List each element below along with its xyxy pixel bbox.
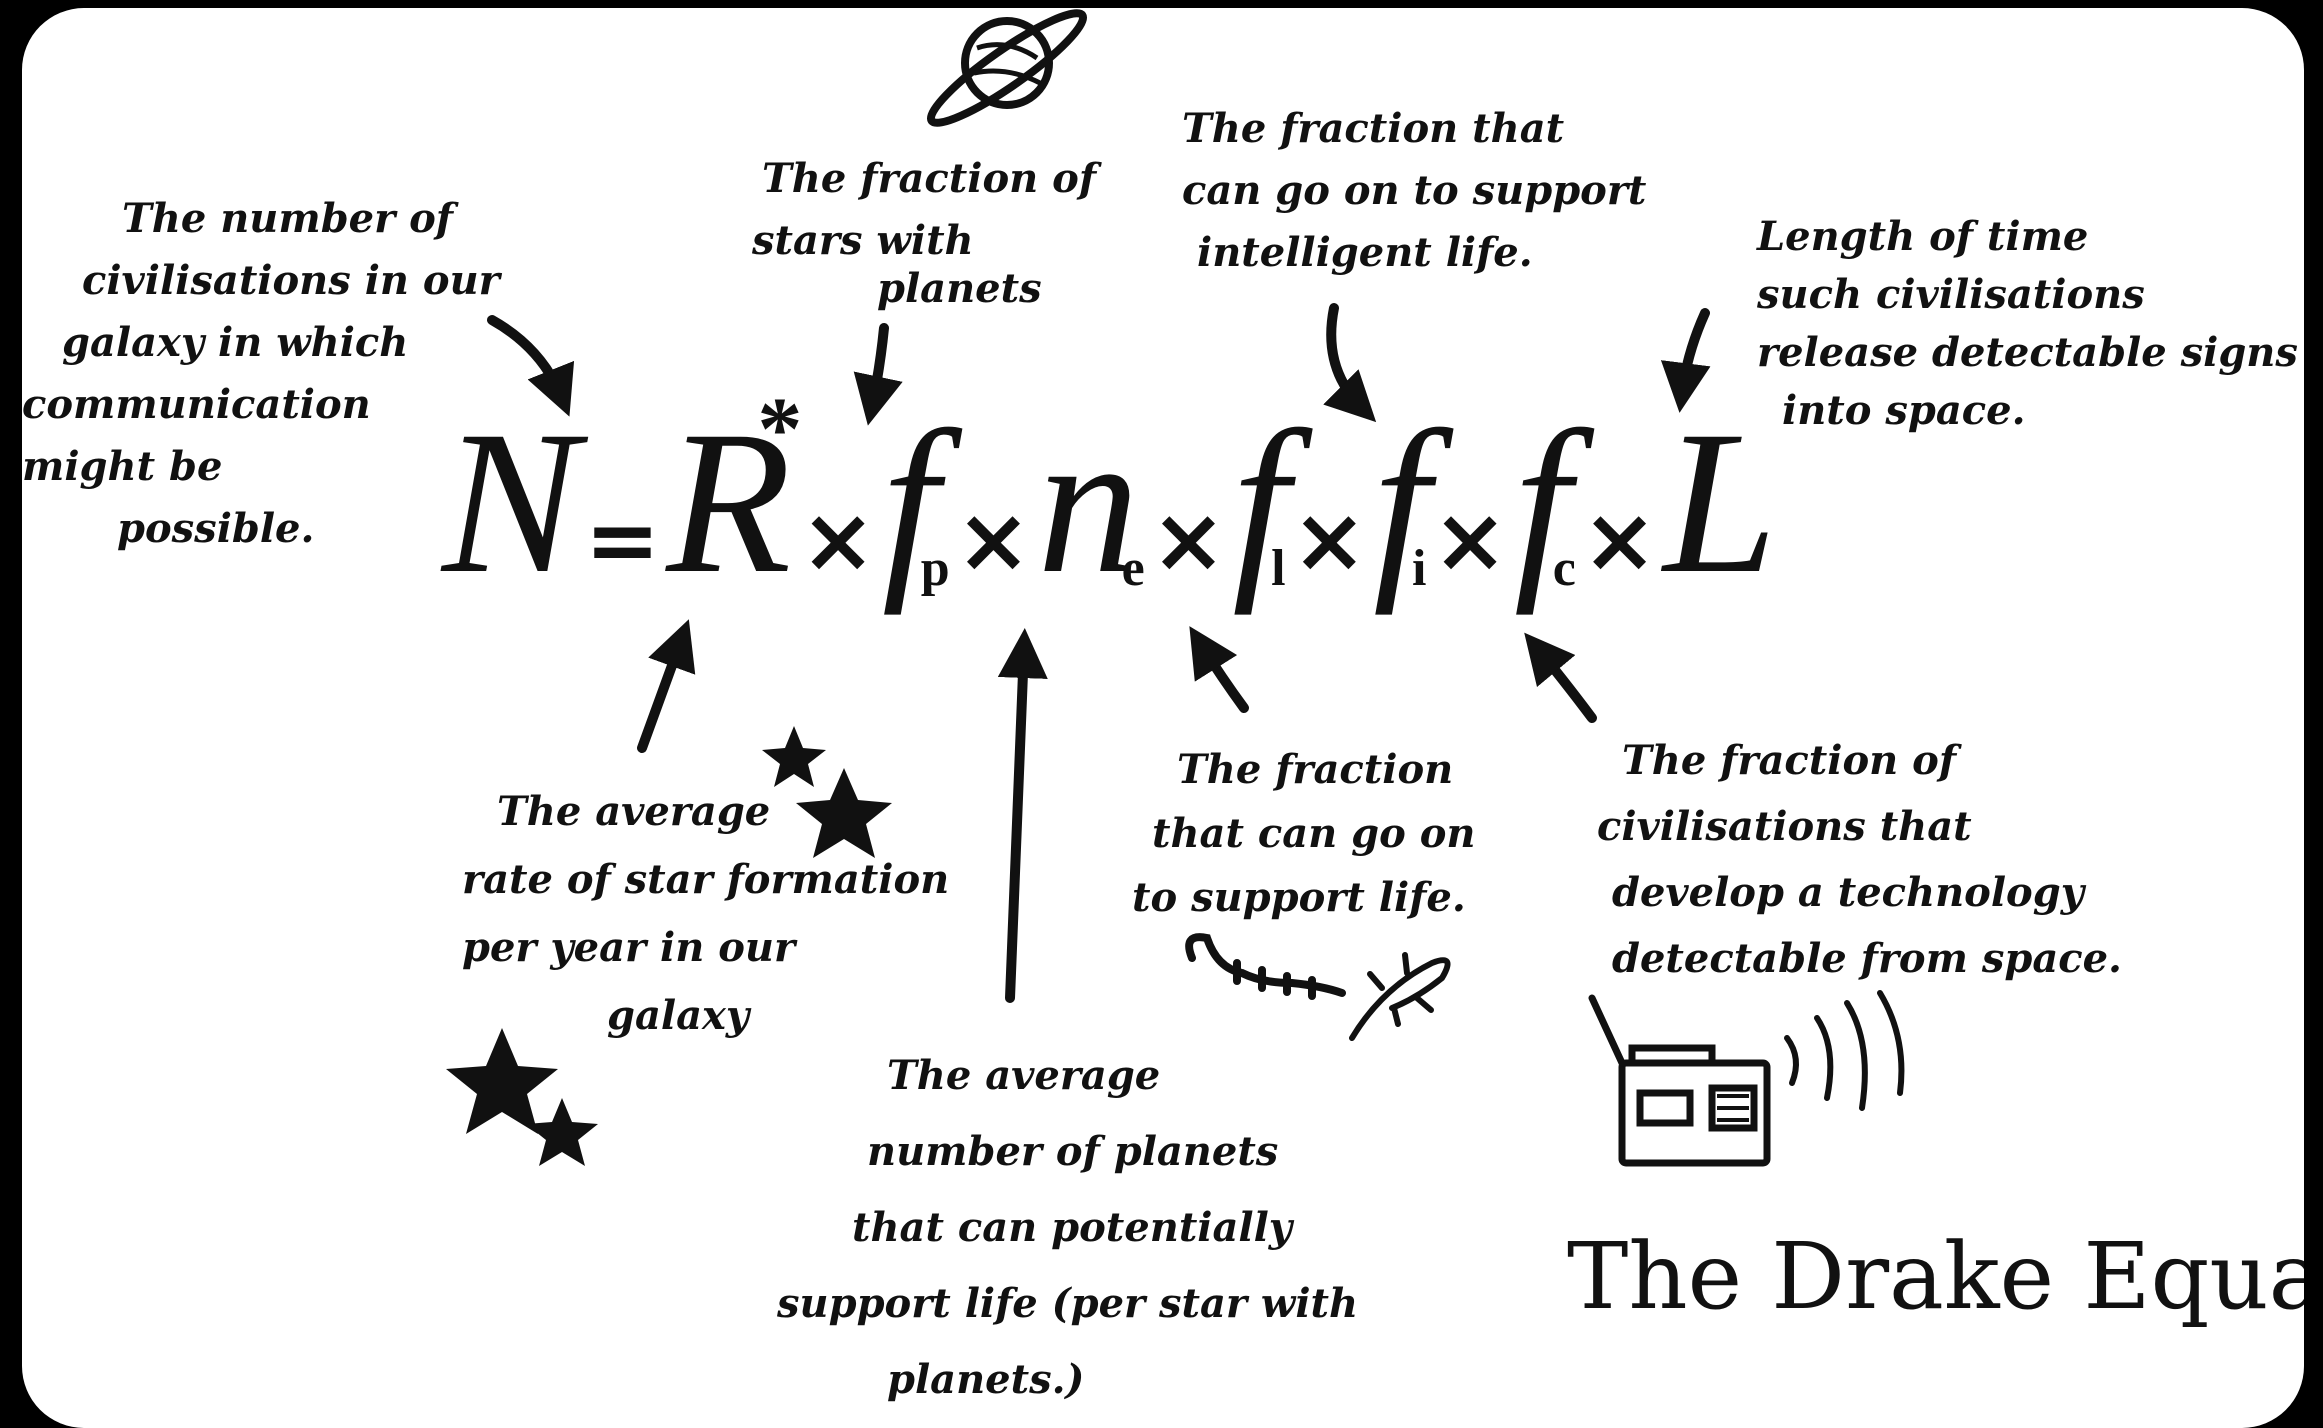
annotation-line: civilisations in our [82, 257, 500, 304]
diagram-card: N = R * × f p × n e × f l × f i × f c × … [22, 8, 2304, 1428]
annotation-line: rate of star formation [462, 856, 950, 903]
diagram-title: The Drake Equation. [1567, 1223, 2304, 1330]
arrow-icon [487, 315, 575, 417]
annotation-line: The fraction of [762, 155, 1097, 202]
worm-icon [1185, 933, 1346, 1000]
annotation-R: The average rate of star formation per y… [462, 778, 949, 1050]
annotation-fp: The fraction of stars with planets [752, 148, 1097, 320]
arrow-icon [997, 628, 1048, 1003]
annotation-line: can go on to support [1182, 167, 1647, 214]
times-sign: × [1432, 488, 1508, 593]
doodle-layer [446, 9, 1905, 1167]
annotation-line: such civilisations [1757, 271, 2145, 318]
annotation-line: civilisations that [1597, 803, 1972, 850]
symbol-R: R [666, 389, 792, 616]
annotation-line: The average [497, 788, 771, 835]
star-icon [446, 726, 892, 1166]
annotation-line: galaxy [607, 992, 750, 1039]
symbol-f: f [1513, 389, 1571, 616]
symbol-f: f [881, 389, 939, 616]
annotation-line: number of planets [867, 1128, 1279, 1175]
radio-icon [1588, 994, 1771, 1167]
annotation-L: Length of time such civilisations releas… [1757, 208, 2298, 440]
subscript-i: i [1411, 540, 1427, 597]
annotation-line: possible. [117, 505, 315, 552]
annotation-line: release detectable signs [1757, 329, 2298, 376]
times-sign: × [1150, 488, 1227, 593]
annotation-line: per year in our [462, 924, 796, 971]
annotation-line: intelligent life. [1197, 229, 1533, 276]
annotation-line: that can go on [1152, 810, 1476, 857]
annotation-line: galaxy in which [62, 319, 409, 366]
subscript-e: e [1121, 540, 1145, 597]
times-sign: × [800, 488, 876, 593]
arrow-icon [1524, 632, 1597, 723]
annotation-line: The fraction that [1182, 105, 1565, 152]
symbol-R-star: * [757, 380, 803, 479]
symbol-n: n [1037, 389, 1140, 616]
subscript-c: c [1552, 540, 1576, 597]
arrow-icon [1189, 626, 1249, 713]
annotation-line: planets [877, 265, 1042, 312]
annotation-line: Length of time [1757, 213, 2089, 260]
annotation-line: The fraction [1177, 746, 1454, 793]
annotation-line: develop a technology [1612, 869, 2084, 916]
annotation-line: into space. [1782, 387, 2026, 434]
annotation-line: support life (per star with [777, 1280, 1359, 1327]
annotation-fc: The fraction of civilisations that devel… [1597, 728, 2122, 992]
symbol-f: f [1372, 389, 1430, 616]
drake-equation: N = R * × f p × n e × f l × f i × f c × … [442, 380, 1778, 640]
arrow-icon [1323, 303, 1377, 423]
symbol-L: L [1663, 389, 1778, 616]
annotation-ne: The average number of planets that can p… [777, 1038, 1358, 1418]
symbol-N: N [442, 389, 579, 616]
arrow-icon [637, 619, 696, 753]
annotation-line: The number of [122, 195, 454, 242]
equals-sign: = [584, 488, 661, 593]
annotation-line: communication [22, 381, 371, 428]
annotation-fi: The fraction that can go on to support i… [1182, 98, 1646, 284]
planet-icon [926, 9, 1088, 127]
annotation-N: The number of civilisations in our galax… [22, 188, 500, 560]
annotation-line: The fraction of [1622, 737, 1957, 784]
subscript-p: p [920, 540, 950, 597]
subscript-l: l [1271, 540, 1286, 597]
arrow-icon [1660, 308, 1711, 413]
arrow-icon [853, 323, 903, 426]
times-sign: × [955, 488, 1032, 593]
times-sign: × [1291, 488, 1367, 593]
symbol-f: f [1232, 389, 1290, 616]
annotation-line: stars with [752, 217, 974, 264]
annotation-line: planets.) [887, 1356, 1085, 1403]
radio-waves-icon [1784, 990, 1905, 1111]
lizard-icon [1349, 952, 1451, 1041]
annotation-line: that can potentially [852, 1204, 1293, 1251]
times-sign: × [1581, 488, 1658, 593]
annotation-line: The average [887, 1052, 1161, 1099]
annotation-line: to support life. [1132, 874, 1466, 921]
annotation-fl: The fraction that can go on to support l… [1132, 738, 1476, 930]
annotation-line: detectable from space. [1612, 935, 2122, 982]
annotation-line: might be [22, 443, 223, 490]
